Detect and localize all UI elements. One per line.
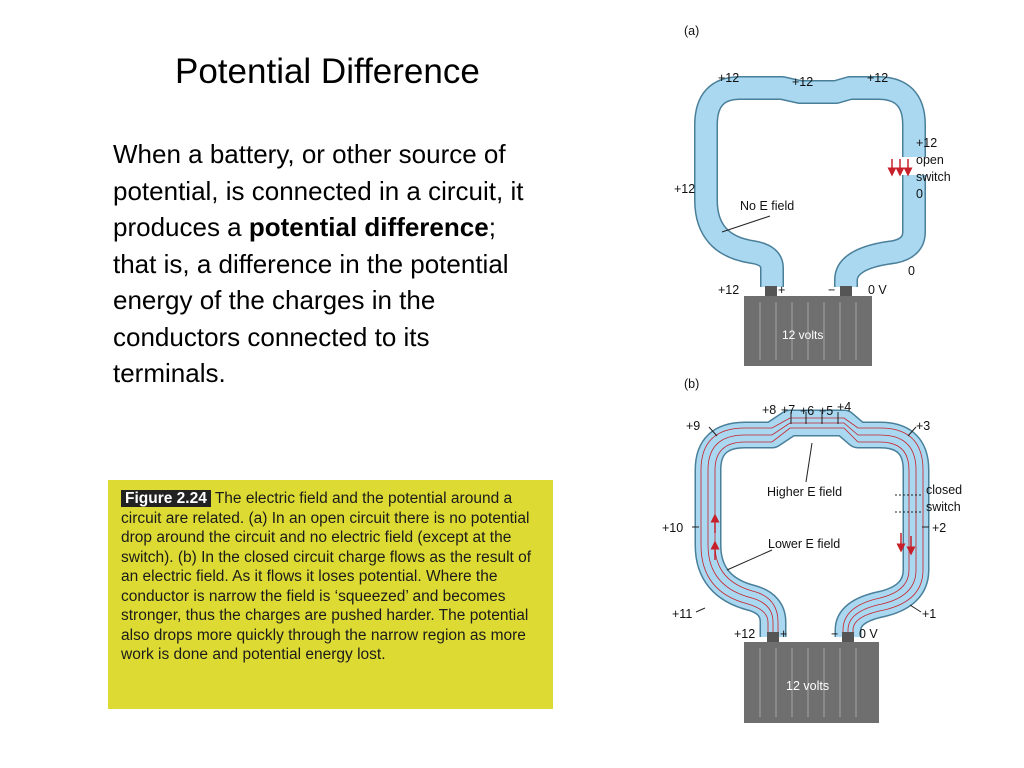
voltage-b-10: +10: [662, 521, 683, 535]
voltage-b-9: +9: [686, 419, 700, 433]
voltage-a-top-right: +12: [867, 71, 888, 85]
voltage-ticks-b: [692, 412, 929, 613]
battery-a-minus: −: [828, 283, 835, 297]
voltage-b-6: +6: [800, 404, 814, 418]
current-arrows-b: [710, 513, 916, 560]
switch-b-text-closed: closed: [926, 483, 962, 497]
voltage-a-top-left: +12: [718, 71, 739, 85]
lower-e-field-label: Lower E field: [768, 537, 840, 551]
figure-caption-box: [108, 480, 553, 709]
voltage-a-switch-top: +12: [916, 136, 937, 150]
voltage-b-7: +7: [781, 403, 795, 417]
voltage-b-2: +2: [932, 521, 946, 535]
switch-b-text-switch: switch: [926, 500, 961, 514]
closed-switch-b: [895, 494, 921, 513]
slide-title: Potential Difference: [175, 52, 480, 91]
body-text-part2: ; that is, a difference in the potential…: [113, 212, 509, 388]
battery-b-minus: −: [831, 627, 838, 641]
battery-a-terminal-neg: [840, 286, 852, 296]
battery-a-label: 12 volts: [782, 328, 823, 342]
panel-b-label: (b): [684, 377, 699, 391]
voltage-b-3: +3: [916, 419, 930, 433]
body-text-part1: When a battery, or other source of poten…: [113, 139, 524, 242]
body-paragraph: When a battery, or other source of poten…: [113, 136, 533, 392]
voltage-a-right-bottom: 0: [908, 264, 915, 278]
voltage-a-left: +12: [674, 182, 695, 196]
circuit-diagram: (a) No E field +12 +12 +12 +12 open swit…: [662, 24, 962, 723]
switch-a-text-open: open: [916, 153, 944, 167]
voltage-b-5: +5: [819, 404, 833, 418]
higher-e-field-label: Higher E field: [767, 485, 842, 499]
battery-b-terminal-neg: [842, 632, 854, 642]
voltage-b-terminal-neg: 0 V: [859, 627, 878, 641]
battery-b: [744, 642, 879, 723]
voltage-b-11: +11: [672, 607, 692, 621]
voltage-b-1: +1: [922, 607, 936, 621]
switch-a-field-arrows: [887, 159, 913, 177]
battery-b-label: 12 volts: [786, 679, 829, 693]
panel-a-label: (a): [684, 24, 699, 38]
voltage-a-switch-bottom: 0: [916, 187, 923, 201]
circuit-a-wire: [694, 76, 926, 292]
voltage-b-4: +4: [837, 400, 851, 414]
voltage-a-top-mid: +12: [792, 75, 813, 89]
battery-b-terminal-pos: [767, 632, 779, 642]
circuit-b-wire: [694, 409, 930, 644]
battery-b-plus: +: [780, 627, 787, 641]
battery-a: [744, 296, 872, 366]
voltage-b-terminal-pos: +12: [734, 627, 755, 641]
battery-a-plus: +: [778, 283, 785, 297]
battery-a-terminal-pos: [765, 286, 777, 296]
switch-a-text-switch: switch: [916, 170, 951, 184]
body-text-bold: potential difference: [248, 212, 489, 242]
no-e-field-label: No E field: [740, 199, 794, 213]
voltage-b-8: +8: [762, 403, 776, 417]
voltage-a-terminal-pos: +12: [718, 283, 739, 297]
voltage-a-terminal-neg: 0 V: [868, 283, 887, 297]
figure-label: Figure 2.24: [121, 490, 211, 507]
figure-caption-text: The electric field and the potential aro…: [121, 490, 532, 663]
